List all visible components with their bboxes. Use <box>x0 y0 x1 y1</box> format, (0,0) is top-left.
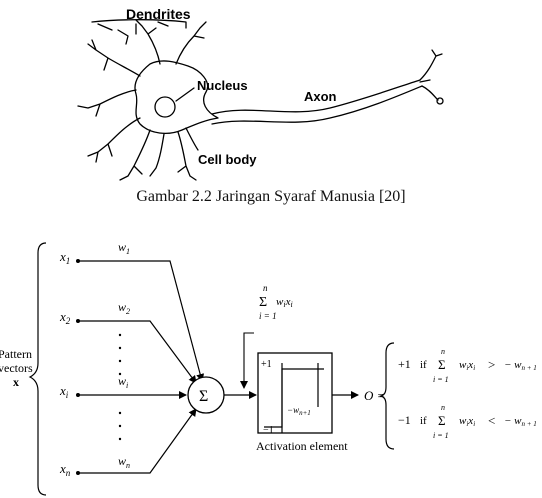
axon-shape <box>211 79 421 115</box>
sum-lower-limit: i = 1 <box>259 311 277 321</box>
connection-n <box>78 408 197 474</box>
output-brace <box>379 342 395 450</box>
output-lhs: O = <box>364 388 385 403</box>
pattern-label-2: vectors <box>0 361 33 375</box>
label-axon: Axon <box>304 89 337 104</box>
weight-w1: w1 <box>118 240 130 256</box>
pattern-label-1: Pattern <box>0 347 32 361</box>
output-case2-rhs: − wn + 1 <box>504 415 537 428</box>
output-case1-bottom: i = 1 <box>433 375 449 384</box>
output-case1-value: +1 <box>398 357 411 371</box>
input-x2: x2 <box>59 309 71 326</box>
output-case1-top: n <box>441 347 445 356</box>
nucleus-pointer <box>175 87 195 102</box>
output-case2-op: < <box>488 413 495 428</box>
label-dendrites: Dendrites <box>126 6 191 22</box>
label-nucleus: Nucleus <box>197 78 248 93</box>
sum-sigma: Σ <box>259 295 267 310</box>
dendrites-pointer <box>97 21 169 35</box>
figure-caption: Gambar 2.2 Jaringan Syaraf Manusia [20] <box>136 188 406 205</box>
input-xn: xn <box>59 461 71 478</box>
output-case2-sigma: Σ <box>438 413 446 428</box>
output-case1-sigma: Σ <box>438 357 446 372</box>
output-case2-top: n <box>441 403 445 412</box>
output-case1-if: if <box>420 359 427 371</box>
connection-1 <box>78 260 205 382</box>
ellipsis-dots <box>118 333 122 441</box>
input-x1: x1 <box>59 249 70 266</box>
weight-wn: wn <box>118 454 130 470</box>
output-case1-term: wixi <box>459 359 475 372</box>
activation-threshold: −wn+1 <box>287 405 311 417</box>
output-case2-term: wixi <box>459 415 475 428</box>
weight-w2: w2 <box>118 300 130 316</box>
dendrites-brace <box>91 19 187 29</box>
dendrite-branch <box>87 39 141 77</box>
neuron-diagram: Dendrites Nucleus Axon Cell body <box>77 6 444 181</box>
perceptron-diagram: Pattern vectors x x1 x2 xi xn w1 w2 wi w… <box>0 240 537 496</box>
activation-minus: −1 <box>263 425 274 436</box>
cell-body-pointer <box>185 127 199 151</box>
input-xi: xi <box>59 383 69 400</box>
output-case1-rhs: − wn + 1 <box>504 359 537 372</box>
nucleus-shape <box>154 96 176 118</box>
sum-pointer <box>240 332 254 389</box>
summation-symbol: Σ <box>199 388 208 405</box>
output-case2-value: −1 <box>398 413 411 427</box>
activation-plus: +1 <box>261 359 272 370</box>
pattern-brace <box>28 242 47 496</box>
output-case1-op: > <box>488 357 495 372</box>
label-cell-body: Cell body <box>198 152 257 167</box>
sum-upper-limit: n <box>263 283 268 293</box>
connection-2 <box>78 320 197 384</box>
output-case2-bottom: i = 1 <box>433 431 449 440</box>
output-case2-if: if <box>420 415 427 427</box>
pattern-label-3: x <box>13 375 19 389</box>
activation-box <box>257 352 333 434</box>
cell-body-outline <box>134 60 219 135</box>
sum-term: wixi <box>276 296 293 309</box>
activation-label: Activation element <box>256 439 348 453</box>
weight-wi: wi <box>118 374 128 390</box>
